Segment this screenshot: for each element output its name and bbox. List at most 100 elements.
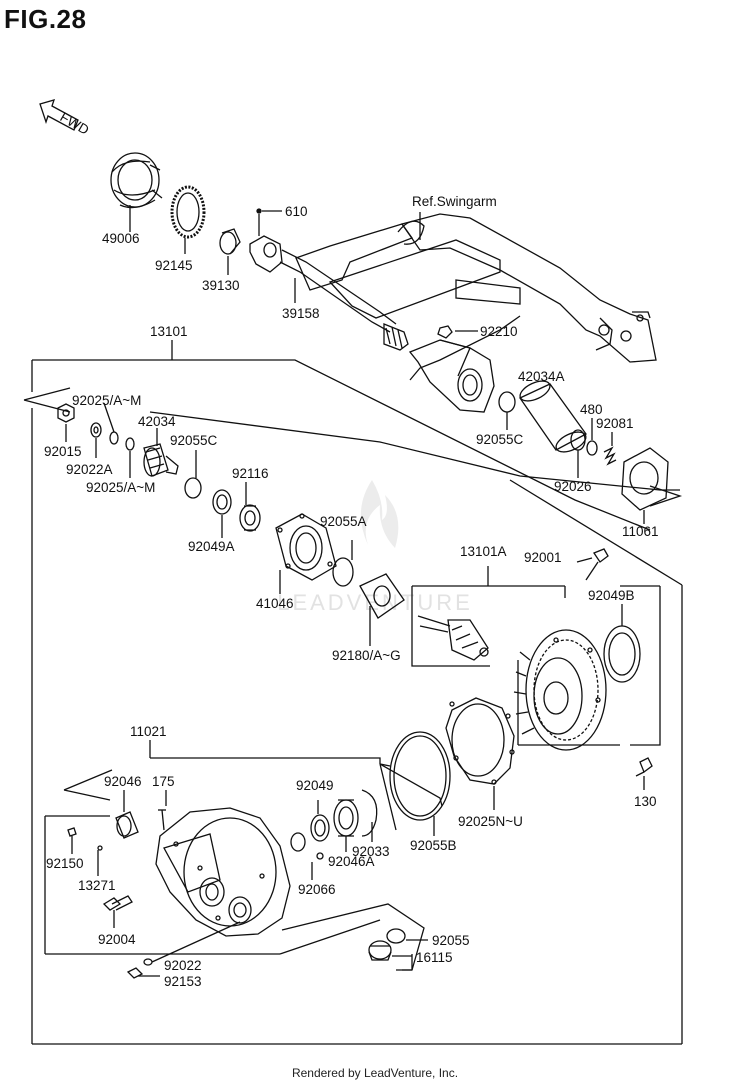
label-92015: 92015 [44, 444, 82, 459]
label-92150: 92150 [46, 856, 84, 871]
part-92004-stud [102, 895, 133, 928]
label-39158: 39158 [282, 306, 320, 321]
part-92049b-seal [603, 625, 641, 683]
part-42034a-sleeve [519, 380, 587, 453]
part-92025-shim-a [109, 431, 119, 445]
assembly-13101a-frame [411, 566, 661, 746]
label-92004: 92004 [98, 932, 136, 947]
label-92055: 92055 [432, 933, 470, 948]
label-92116: 92116 [232, 466, 269, 481]
label-92153: 92153 [164, 974, 202, 989]
watermark-text: LEADVENTURE [277, 590, 473, 615]
part-39158-driveshaft [249, 208, 409, 351]
part-130-bolt [635, 757, 653, 777]
label-92025nu: 92025N~U [458, 814, 523, 829]
footer-credit: Rendered by LeadVenture, Inc. [291, 1066, 459, 1080]
label-92055c-right: 92055C [476, 432, 524, 447]
fwd-label: FWD [58, 109, 92, 137]
part-92015-nut [57, 403, 75, 423]
label-92025am-bottom: 92025/A~M [86, 480, 155, 495]
label-42034a: 42034A [518, 369, 565, 384]
part-49006-boot [110, 152, 163, 209]
label-175: 175 [152, 774, 175, 789]
label-92026: 92026 [554, 479, 592, 494]
housing-upper [408, 339, 495, 413]
part-92025nu-shim [445, 697, 515, 785]
label-92001: 92001 [524, 550, 562, 565]
label-92049b: 92049B [588, 588, 635, 603]
part-11021-case [155, 807, 291, 937]
label-11021: 11021 [130, 724, 167, 739]
label-92049a: 92049A [188, 539, 235, 554]
part-39130-collar [219, 228, 241, 255]
part-92180-shim [359, 573, 405, 619]
label-49006: 49006 [102, 231, 140, 246]
part-92001-bolt [585, 548, 609, 581]
part-92046-bearing [115, 811, 139, 839]
part-480-ring [586, 440, 598, 456]
label-92025am-top: 92025/A~M [72, 393, 141, 408]
label-11061: 11061 [622, 524, 659, 539]
label-92033: 92033 [352, 844, 390, 859]
part-41046-housing [275, 513, 337, 581]
part-11061-gasket [621, 447, 669, 511]
assembly-13101-frame [23, 340, 683, 1045]
label-92055a: 92055A [320, 514, 367, 529]
part-92049a-seal [212, 489, 232, 515]
part-92153-bolt [126, 967, 160, 979]
swingarm-reference [295, 213, 657, 381]
label-92049: 92049 [296, 778, 334, 793]
part-labels: 49006 92145 39130 610 39158 Ref.Swingarm… [44, 194, 659, 989]
label-92046: 92046 [104, 774, 142, 789]
part-92055b-oring [389, 731, 451, 821]
part-92055a-oring [332, 557, 354, 587]
part-92116-bearing [239, 504, 261, 532]
part-ring-gear [513, 629, 607, 751]
label-13101a: 13101A [460, 544, 507, 559]
part-92066-bushing [290, 832, 324, 860]
part-92210-bolt [437, 325, 453, 339]
part-92022-washer [143, 921, 241, 966]
part-92055c-oring-right [498, 391, 516, 413]
label-13101: 13101 [150, 324, 188, 339]
label-92022: 92022 [164, 958, 202, 973]
part-13271-pin [97, 845, 103, 876]
part-16115-plug-frame [281, 903, 425, 971]
part-92145-band [170, 185, 206, 239]
label-92046a: 92046A [328, 854, 375, 869]
label-ref-swingarm: Ref.Swingarm [412, 194, 497, 209]
part-92022a-washer [90, 422, 102, 438]
label-16115: 16115 [416, 950, 453, 965]
label-39130: 39130 [202, 278, 240, 293]
label-92055b: 92055B [410, 838, 457, 853]
figure-title: FIG.28 [4, 4, 87, 34]
label-92066: 92066 [298, 882, 336, 897]
part-42034-gear [143, 443, 179, 477]
label-92022a: 92022A [66, 462, 113, 477]
fwd-arrow-icon: FWD [39, 99, 92, 138]
label-13271: 13271 [78, 878, 116, 893]
label-480: 480 [580, 402, 603, 417]
label-130: 130 [634, 794, 657, 809]
part-92046a-bearing [333, 799, 359, 837]
label-92055c-left: 92055C [170, 433, 218, 448]
label-92180ag: 92180/A~G [332, 648, 401, 663]
label-92145: 92145 [155, 258, 193, 273]
assembly-11021-frame [44, 740, 443, 955]
part-92025-shim-b [125, 437, 135, 451]
label-610: 610 [285, 204, 308, 219]
part-92049-seal [310, 814, 330, 842]
part-175-stud [158, 809, 166, 831]
label-42034: 42034 [138, 414, 176, 429]
part-92055c-oring-left [184, 477, 202, 499]
part-92150-bolt [67, 827, 77, 854]
watermark: LEADVENTURE [277, 480, 473, 615]
part-16115-plug [368, 940, 392, 961]
label-41046: 41046 [256, 596, 294, 611]
label-92081: 92081 [596, 416, 634, 431]
part-92055-oring [386, 928, 406, 944]
part-92081-spring [603, 446, 617, 466]
part-pinion-gear [417, 615, 489, 661]
